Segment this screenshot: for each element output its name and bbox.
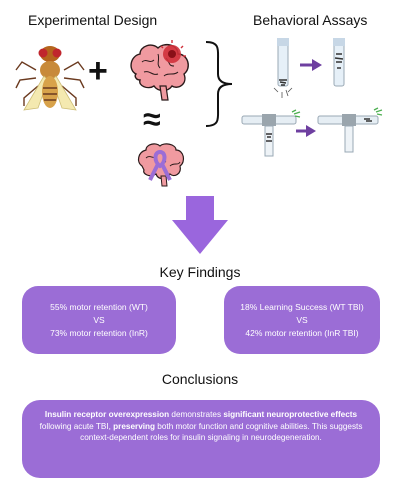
conclusion-bold-1: Insulin receptor overexpression [44, 410, 170, 419]
fruit-fly-icon [15, 46, 85, 111]
conclusion-text-1: demonstrates [169, 410, 224, 419]
finding-right-line-3: 42% motor retention (InR TBI) [245, 327, 359, 338]
heading-conclusions: Conclusions [161, 371, 239, 387]
finding-left-line-1: 55% motor retention (WT) [50, 301, 148, 312]
t-maze-before-icon [241, 109, 301, 157]
finding-right-line-2: VS [296, 314, 308, 325]
finding-card-left: 55% motor retention (WT) VS 73% motor re… [22, 286, 176, 354]
conclusion-text-3: both motor function and cognitive abilit… [80, 421, 363, 443]
curly-brace [205, 41, 233, 127]
finding-right-line-1: 18% Learning Success (WT TBI) [240, 301, 364, 312]
big-down-arrow [172, 196, 228, 254]
t-maze-after-icon [317, 107, 383, 153]
approx-symbol: ≈ [143, 101, 161, 137]
tube-assay-after-icon [333, 38, 345, 87]
arrow-right-icon [300, 59, 322, 71]
injured-brain-icon [130, 40, 189, 101]
finding-card-right: 18% Learning Success (WT TBI) VS 42% mot… [224, 286, 380, 354]
heading-key-findings: Key Findings [159, 264, 241, 280]
conclusion-text-2: following acute TBI, [39, 421, 114, 431]
finding-left-line-2: VS [93, 314, 105, 325]
awareness-brain-icon [137, 143, 185, 187]
plus-symbol: + [88, 52, 108, 90]
heading-experimental-design: Experimental Design [28, 12, 158, 28]
heading-behavioral-assays: Behavioral Assays [253, 12, 368, 28]
tube-assay-before-icon [273, 38, 293, 98]
finding-left-line-3: 73% motor retention (InR) [50, 327, 148, 338]
arrow-right-icon-2 [296, 125, 316, 137]
conclusion-bold-2: significant neuroprotective effects [223, 410, 358, 419]
conclusion-bold-3: preserving [113, 421, 156, 431]
conclusion-card: Insulin receptor overexpression demonstr… [22, 400, 380, 478]
